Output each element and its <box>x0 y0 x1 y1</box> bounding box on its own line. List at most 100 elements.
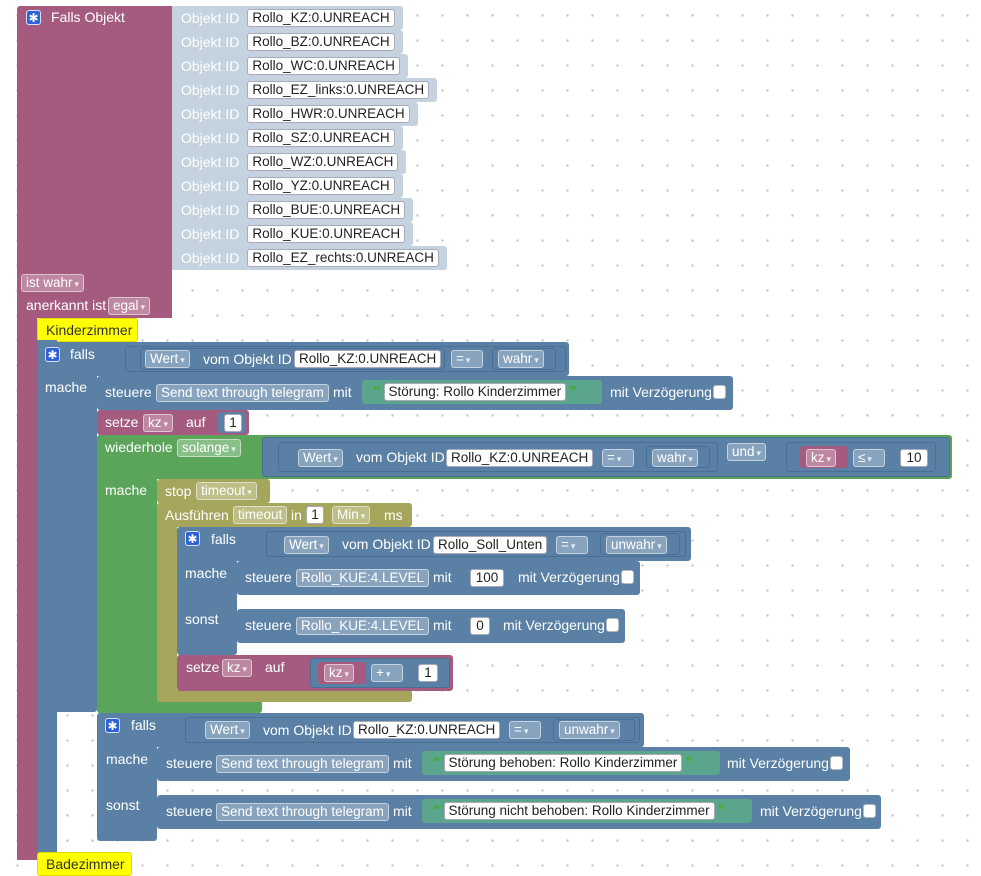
object-id-field[interactable]: Rollo_KZ:0.UNREACH <box>247 9 395 27</box>
inner-else-target[interactable]: Rollo_KUE:4.LEVEL <box>296 617 430 635</box>
object-id-block[interactable]: Objekt ID Rollo_BZ:0.UNREACH <box>172 30 403 54</box>
object-id-field[interactable]: Rollo_EZ_rechts:0.UNREACH <box>247 249 439 267</box>
condition-dropdown[interactable]: ist wahr▾ <box>21 274 85 292</box>
object-id-field[interactable]: Rollo_YZ:0.UNREACH <box>247 177 395 195</box>
if2-wert-dropdown[interactable]: Wert▾ <box>205 721 250 739</box>
set-kz-var-dropdown[interactable]: kz▾ <box>143 414 174 432</box>
increment-kz-dropdown[interactable]: kz▾ <box>324 664 355 682</box>
mit-verzoegerung-label: mit Verzögerung <box>518 569 620 585</box>
timeout-name-field[interactable]: timeout <box>233 506 288 524</box>
object-id-label: Objekt ID <box>181 34 240 50</box>
trigger-spine <box>17 300 37 860</box>
object-id-label: Objekt ID <box>181 154 240 170</box>
control3-target[interactable]: Send text through telegram <box>216 803 389 821</box>
inner-then-target[interactable]: Rollo_KUE:4.LEVEL <box>296 569 430 587</box>
object-id-block[interactable]: Objekt ID Rollo_WZ:0.UNREACH <box>172 150 407 174</box>
comment-badezimmer-text: Badezimmer <box>46 856 125 872</box>
object-id-label: Objekt ID <box>181 226 240 242</box>
object-id-field[interactable]: Rollo_BUE:0.UNREACH <box>247 201 406 219</box>
inner-then-value[interactable]: 100 <box>470 569 504 587</box>
if1-bool[interactable] <box>492 348 556 370</box>
set-kz-value[interactable]: 1 <box>224 414 242 432</box>
object-id-block[interactable]: Objekt ID Rollo_BUE:0.UNREACH <box>172 198 414 222</box>
object-id-label: Objekt ID <box>181 202 240 218</box>
loop-wert-dropdown[interactable]: Wert▾ <box>298 449 343 467</box>
gear-icon[interactable]: ✱ <box>26 10 41 25</box>
timeout-value[interactable]: 1 <box>306 506 324 524</box>
loop-kz-dropdown[interactable]: kz▾ <box>806 449 837 467</box>
steuere-label: steuere <box>245 569 292 585</box>
increment-op-dropdown[interactable]: +▾ <box>371 664 403 682</box>
delay-checkbox[interactable] <box>863 804 876 818</box>
loop-vom-objekt: vom Objekt ID <box>356 449 445 465</box>
loop-und-dropdown[interactable]: und▾ <box>727 443 767 461</box>
control1-target[interactable]: Send text through telegram <box>156 384 329 402</box>
object-id-field[interactable]: Rollo_WZ:0.UNREACH <box>247 153 399 171</box>
control3-text: “Störung nicht behoben: Rollo Kinderzimm… <box>433 802 726 820</box>
object-id-block[interactable]: Objekt ID Rollo_KUE:0.UNREACH <box>172 222 414 246</box>
gear-icon[interactable]: ✱ <box>45 347 60 362</box>
if1-bool-dropdown[interactable]: wahr▾ <box>498 350 544 368</box>
loop-op-dropdown[interactable]: =▾ <box>602 449 634 467</box>
if1-op-dropdown[interactable]: =▾ <box>451 350 483 368</box>
mit-label: mit <box>333 384 352 400</box>
loop-object-field[interactable]: Rollo_KZ:0.UNREACH <box>446 449 594 467</box>
object-id-field[interactable]: Rollo_BZ:0.UNREACH <box>247 33 395 51</box>
object-id-field[interactable]: Rollo_HWR:0.UNREACH <box>247 105 410 123</box>
ack-dropdown[interactable]: egal▾ <box>108 297 151 315</box>
loop-bool-dropdown[interactable]: wahr▾ <box>652 449 698 467</box>
inner-wert-dropdown[interactable]: Wert▾ <box>284 536 329 554</box>
if2-bool[interactable] <box>553 719 635 741</box>
gear-icon[interactable]: ✱ <box>185 531 200 546</box>
increment-var-dropdown[interactable]: kz▾ <box>222 659 253 677</box>
delay-checkbox[interactable] <box>713 385 726 399</box>
object-id-field[interactable]: Rollo_KUE:0.UNREACH <box>247 225 406 243</box>
inner-object-field[interactable]: Rollo_Soll_Unten <box>433 536 548 554</box>
inner-control-then[interactable] <box>237 561 640 595</box>
object-id-field[interactable]: Rollo_EZ_links:0.UNREACH <box>247 81 430 99</box>
control2-target[interactable]: Send text through telegram <box>216 755 389 773</box>
inner-bool[interactable] <box>600 533 680 555</box>
object-id-field[interactable]: Rollo_SZ:0.UNREACH <box>247 129 395 147</box>
inner-op-dropdown[interactable]: =▾ <box>556 536 588 554</box>
if1-vom-objekt: vom Objekt ID <box>203 351 292 367</box>
auf-label: auf <box>265 659 285 675</box>
stop-timeout-dropdown[interactable]: timeout▾ <box>196 482 257 500</box>
comment-kinderzimmer-text: Kinderzimmer <box>46 322 133 338</box>
loop-mode-dropdown[interactable]: solange▾ <box>177 439 241 457</box>
delay-checkbox[interactable] <box>830 756 843 770</box>
timeout-unit-dropdown[interactable]: Min▾ <box>332 506 371 524</box>
increment-value[interactable]: 1 <box>418 664 438 682</box>
if1-wert-dropdown[interactable]: Wert▾ <box>145 350 190 368</box>
object-id-label: Objekt ID <box>181 250 240 266</box>
if-block-1-body <box>37 342 97 712</box>
if2-object-field[interactable]: Rollo_KZ:0.UNREACH <box>353 721 501 739</box>
inner-control-else[interactable] <box>237 609 625 643</box>
if2-op-dropdown[interactable]: =▾ <box>509 721 541 739</box>
loop-bool[interactable] <box>646 446 710 468</box>
loop-le-dropdown[interactable]: ≤▾ <box>853 449 885 467</box>
object-id-block[interactable]: Objekt ID Rollo_EZ_rechts:0.UNREACH <box>172 246 447 270</box>
inner-else-value[interactable]: 0 <box>470 617 490 635</box>
comment-kinderzimmer[interactable] <box>37 318 138 342</box>
control1-text: “Störung: Rollo Kinderzimmer” <box>373 383 577 401</box>
loop-limit-value[interactable]: 10 <box>900 449 928 467</box>
inner-bool-dropdown[interactable]: unwahr▾ <box>606 536 667 554</box>
object-id-label: Objekt ID <box>181 10 240 26</box>
object-id-block[interactable]: Objekt ID Rollo_KZ:0.UNREACH <box>172 6 403 30</box>
trigger-block[interactable] <box>17 6 172 318</box>
delay-checkbox[interactable] <box>621 570 634 584</box>
delay-checkbox[interactable] <box>606 618 619 632</box>
object-id-field[interactable]: Rollo_WC:0.UNREACH <box>247 57 400 75</box>
if2-bool-dropdown[interactable]: unwahr▾ <box>559 721 620 739</box>
timeout-footer <box>157 690 412 702</box>
while-loop-footer <box>97 700 262 713</box>
trigger-title: Falls Objekt <box>51 9 125 25</box>
if1-object-field[interactable]: Rollo_KZ:0.UNREACH <box>294 350 442 368</box>
gear-icon[interactable]: ✱ <box>105 718 120 733</box>
